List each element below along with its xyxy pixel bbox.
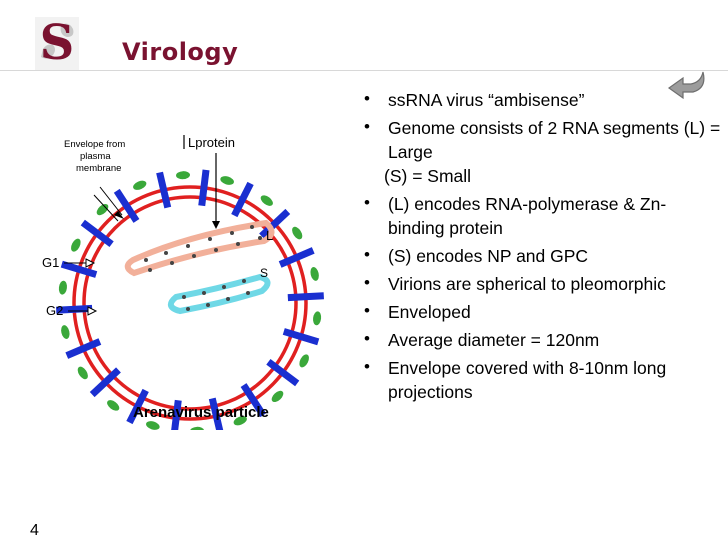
glycoprotein-knob <box>299 354 309 368</box>
glycoprotein-spike <box>259 208 291 239</box>
bullet-item: • Envelope covered with 8-10nm long proje… <box>362 356 722 404</box>
glycoprotein-spike <box>287 292 324 302</box>
bullet-item: • Enveloped <box>362 300 722 324</box>
glycoprotein-spike <box>156 171 172 209</box>
arenavirus-diagram: Envelope from plasma membrane Lprotein G… <box>42 135 324 430</box>
l-protein-label: Lprotein <box>188 135 235 150</box>
glycoprotein-spike <box>126 388 149 425</box>
s-logo-icon: S <box>35 15 79 71</box>
envelope-label-2: plasma <box>80 151 111 162</box>
glycoprotein-knob <box>58 280 67 295</box>
title-divider <box>0 70 728 71</box>
page-number: 4 <box>30 522 39 539</box>
bullet-text: Average diameter = 120nm <box>388 330 600 350</box>
glycoprotein-spike <box>171 399 182 430</box>
s-segment-label: S <box>260 266 268 280</box>
glycoprotein-spike <box>56 304 93 314</box>
bullet-text: (S) = Small <box>384 166 472 186</box>
glycoprotein-knob <box>146 421 160 430</box>
glycoprotein-knob <box>189 426 204 430</box>
glycoprotein-knob <box>133 180 147 190</box>
glycoprotein-spike <box>282 328 320 346</box>
glycoprotein-spike <box>65 338 102 359</box>
glycoprotein-knob <box>313 311 322 326</box>
glycoprotein-knob <box>233 416 247 426</box>
glycoprotein-knob <box>61 325 70 339</box>
figure-caption: Arenavirus particle <box>133 404 269 421</box>
bullet-text: Enveloped <box>388 302 471 322</box>
glycoprotein-spike <box>278 247 315 268</box>
bullet-dot: • <box>364 329 370 348</box>
glycoprotein-spike <box>231 181 254 218</box>
bullet-dot: • <box>364 89 370 108</box>
g2-label: G2 <box>46 303 63 318</box>
bullet-dot: • <box>364 301 370 320</box>
bullet-item: • (L) encodes RNA-polymerase & Zn-binding… <box>362 192 722 240</box>
glycoprotein-spike <box>89 367 121 398</box>
bullet-item: • Virions are spherical to pleomorphic <box>362 272 722 296</box>
glycoprotein-spike <box>80 219 114 247</box>
glycoprotein-spike <box>266 359 300 387</box>
glycoprotein-spike <box>208 397 224 430</box>
glycoprotein-knob <box>260 195 273 206</box>
glycoprotein-knob <box>71 238 81 252</box>
bullet-list: • ssRNA virus “ambisense” • Genome consists… <box>362 88 722 408</box>
glycoprotein-knob <box>292 226 303 240</box>
slide-title: Virology <box>122 38 239 66</box>
glycoprotein-knob <box>271 390 284 403</box>
envelope-label-3: membrane <box>76 163 121 174</box>
bullet-item: • ssRNA virus “ambisense” <box>362 88 722 112</box>
bullet-text: (S) encodes NP and GPC <box>388 246 589 266</box>
bullet-text: ssRNA virus “ambisense” <box>388 90 585 110</box>
bullet-dot: • <box>364 273 370 292</box>
l-segment-label: L <box>266 228 273 243</box>
svg-text:S: S <box>40 15 75 71</box>
bullet-text: Genome consists of 2 RNA segments (L) = … <box>388 118 721 162</box>
glycoprotein-spike <box>113 188 140 223</box>
bullet-text: Envelope covered with 8-10nm long projec… <box>388 358 667 402</box>
bullet-item: • (S) encodes NP and GPC <box>362 244 722 268</box>
glycoprotein-knob <box>310 267 319 281</box>
glycoprotein-spike <box>198 169 210 207</box>
bullet-text: Virions are spherical to pleomorphic <box>388 274 666 294</box>
back-arrow-icon[interactable] <box>667 68 707 102</box>
glycoprotein-spike <box>240 383 267 418</box>
bullet-text: (L) encodes RNA-polymerase & Zn-binding … <box>388 194 667 238</box>
s-segment <box>167 273 271 315</box>
bullet-dot: • <box>364 117 370 136</box>
glycoprotein-knob <box>107 400 120 411</box>
bullet-item: • Average diameter = 120nm <box>362 328 722 352</box>
l-segment <box>124 219 275 277</box>
bullet-item: • Genome consists of 2 RNA segments (L) =… <box>362 116 722 164</box>
glycoprotein-knob <box>220 176 234 185</box>
bullet-item: •(S) = Small <box>362 164 722 188</box>
glycoprotein-knob <box>77 366 88 380</box>
bullet-dot: • <box>364 193 370 212</box>
bullet-dot: • <box>364 357 370 376</box>
glycoprotein-spike <box>60 260 98 278</box>
glycoprotein-knob <box>176 171 191 180</box>
bullet-dot: • <box>364 245 370 264</box>
envelope-label-1: Envelope from <box>64 139 125 150</box>
g1-label: G1 <box>42 255 59 270</box>
